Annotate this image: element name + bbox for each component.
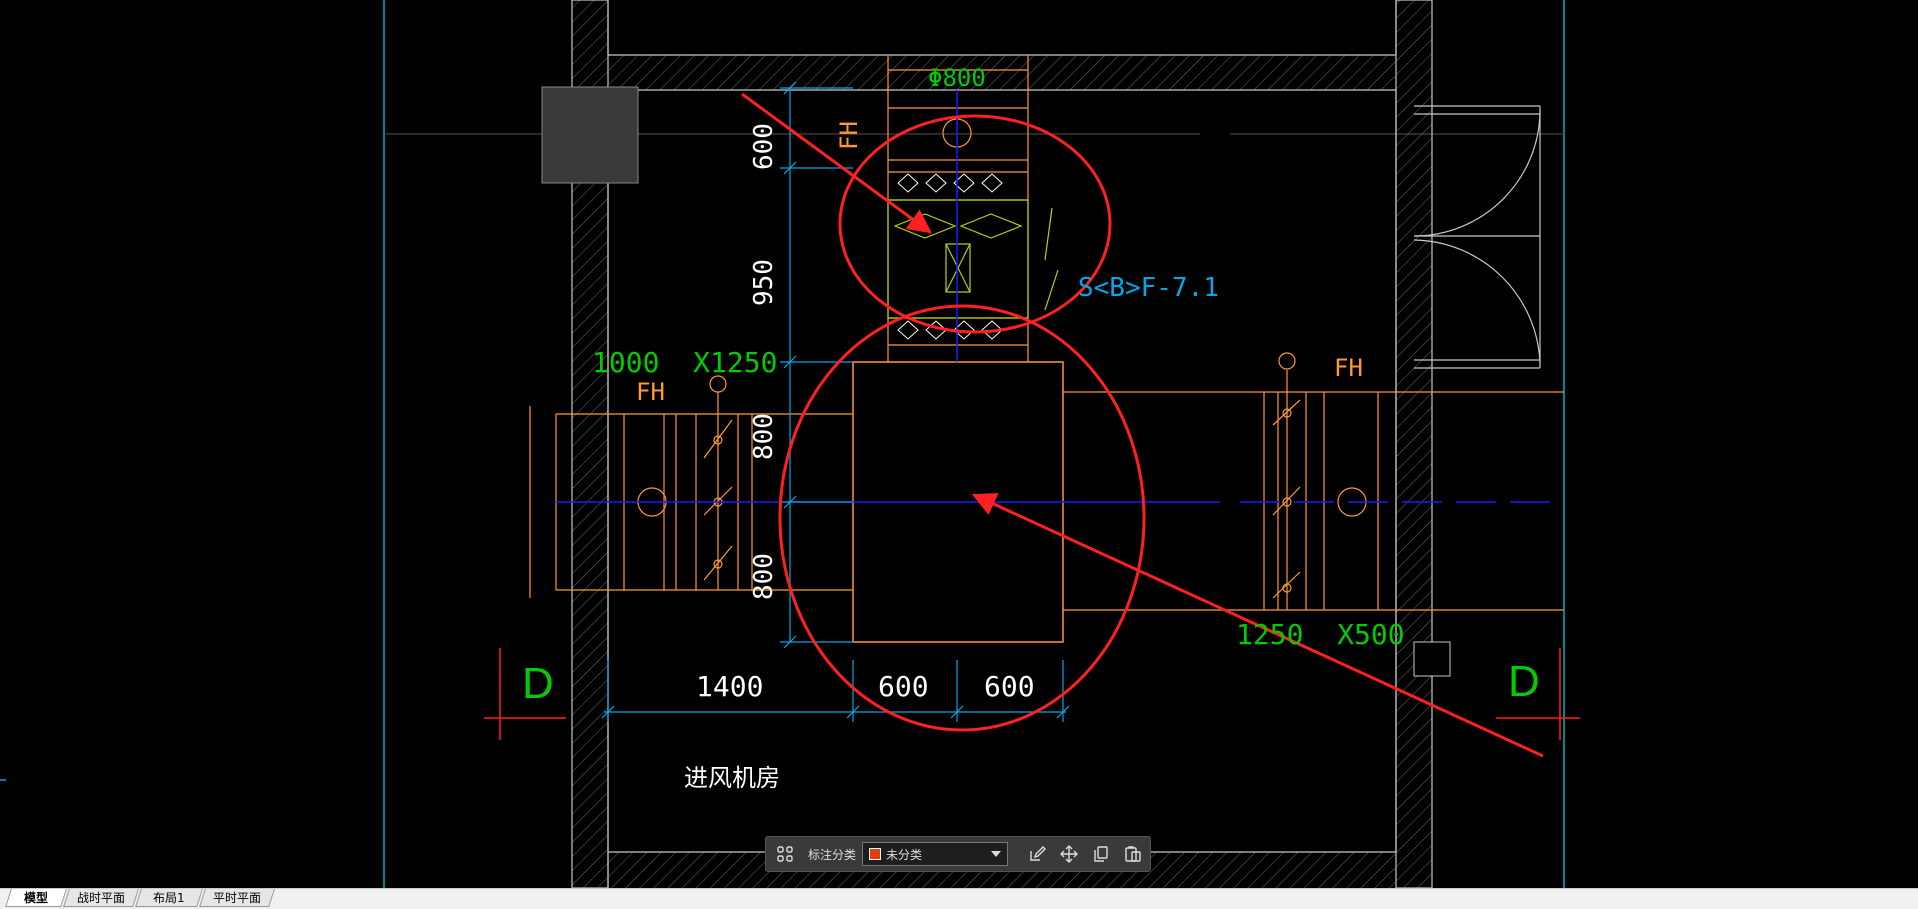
dim-600-b: 600 xyxy=(984,670,1035,703)
tab-model[interactable]: 模型 xyxy=(5,889,67,907)
dim-800-a: 800 xyxy=(749,413,779,460)
category-select-value: 未分类 xyxy=(886,847,923,862)
fh-label-right: FH xyxy=(1334,354,1363,382)
center-lines xyxy=(556,90,1564,503)
dim-800-b: 800 xyxy=(749,553,779,600)
dimension-lines xyxy=(601,81,1070,722)
tab-peacetime-plan[interactable]: 平时平面 xyxy=(199,889,275,907)
right-duct xyxy=(1063,352,1564,611)
left-duct xyxy=(529,375,853,598)
drawing-text: Φ800 FH 600 950 800 800 S<B>F-7.1 1000 X… xyxy=(522,64,1540,792)
duct-size-left: 1000 X1250 xyxy=(592,346,777,379)
category-color-swatch xyxy=(869,848,881,860)
red-annotations xyxy=(741,92,1544,758)
move-icon[interactable] xyxy=(1054,837,1084,871)
paste-icon[interactable] xyxy=(1118,837,1148,871)
tab-label: 模型 xyxy=(23,891,48,905)
chevron-down-icon xyxy=(991,851,1001,857)
equipment-tag: S<B>F-7.1 xyxy=(1078,273,1219,303)
category-label: 标注分类 xyxy=(807,847,856,862)
copy-icon[interactable] xyxy=(1086,837,1116,871)
duct-size-right: 1250 X500 xyxy=(1236,618,1405,651)
fh-label-left: FH xyxy=(636,378,665,406)
tab-wartime-plan[interactable]: 战时平面 xyxy=(63,889,139,907)
section-label-left: D xyxy=(522,659,554,708)
dim-950: 950 xyxy=(749,259,779,306)
structural-column xyxy=(541,86,639,184)
edit-icon[interactable] xyxy=(1022,837,1052,871)
section-marks xyxy=(484,648,1580,740)
grid-lines xyxy=(0,0,1565,888)
tab-label: 战时平面 xyxy=(76,891,125,905)
tab-layout1[interactable]: 布局1 xyxy=(135,889,203,907)
cad-drawing-canvas[interactable]: Φ800 FH 600 950 800 800 S<B>F-7.1 1000 X… xyxy=(0,0,1918,888)
layout-tab-bar: 模型 战时平面 布局1 平时平面 xyxy=(0,888,1918,909)
section-label-right: D xyxy=(1508,657,1540,706)
diameter-label: Φ800 xyxy=(928,64,986,92)
tab-label: 平时平面 xyxy=(212,891,261,905)
room-name: 进风机房 xyxy=(684,764,780,792)
fh-label-top: FH xyxy=(835,121,863,150)
tab-label: 布局1 xyxy=(153,891,185,905)
dim-600-a: 600 xyxy=(878,670,929,703)
double-door xyxy=(1413,105,1541,369)
grid-icon[interactable] xyxy=(770,837,800,871)
dim-1400: 1400 xyxy=(696,670,763,703)
dim-600-top: 600 xyxy=(749,123,779,170)
category-select[interactable]: 未分类 xyxy=(862,842,1008,866)
fan xyxy=(887,199,1059,319)
annotation-toolbar: 标注分类 未分类 xyxy=(765,836,1151,872)
walls xyxy=(571,0,1451,888)
